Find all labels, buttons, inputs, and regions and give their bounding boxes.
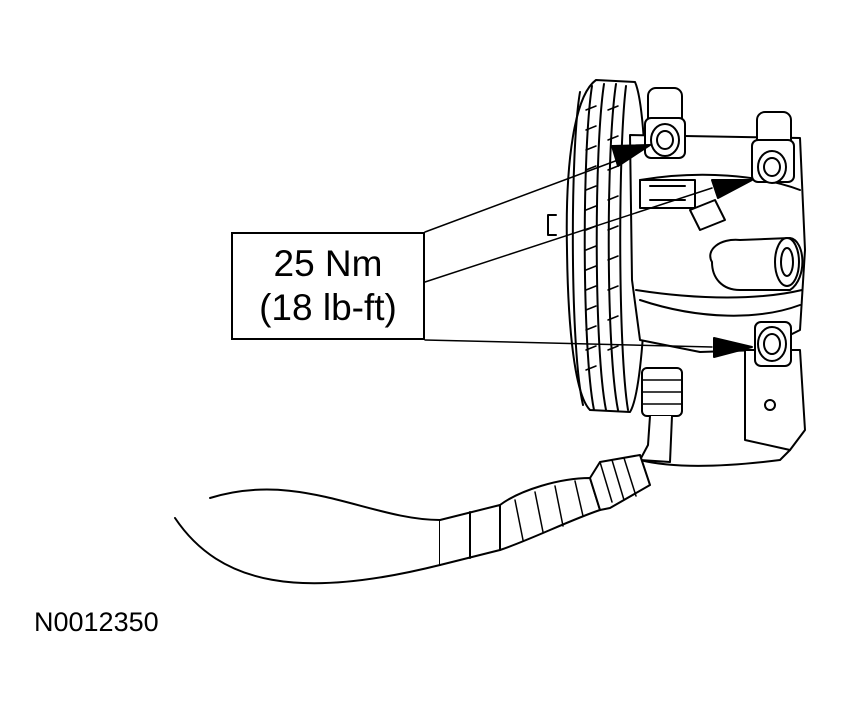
pressure-line (639, 367, 791, 467)
pump-pulley (547, 79, 648, 413)
figure-id: N0012350 (34, 607, 159, 637)
torque-callout: 25 Nm (18 lb-ft) (231, 232, 425, 340)
torque-imperial: (18 lb-ft) (259, 287, 397, 328)
return-hose (174, 454, 651, 585)
upper-left-bolt (644, 87, 686, 159)
arrow-lower-bolt (713, 337, 753, 358)
upper-right-bolt (751, 111, 795, 184)
pump-body (629, 134, 806, 451)
lower-bolt (754, 321, 792, 367)
leader-lines (424, 159, 713, 348)
arrow-upper-right-bolt (711, 179, 753, 199)
arrow-upper-left-bolt (611, 144, 651, 167)
torque-metric: 25 Nm (273, 243, 383, 284)
